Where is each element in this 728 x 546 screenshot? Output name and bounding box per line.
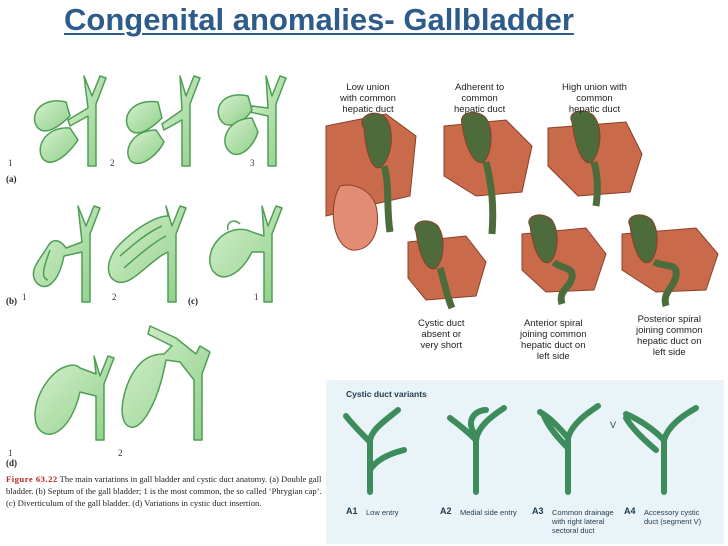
row-a-num-1: 1 xyxy=(8,158,13,168)
specimen-absent-cystic xyxy=(407,220,487,310)
row-d-num-1: 1 xyxy=(8,448,13,458)
row-c-num-1: 1 xyxy=(254,292,259,302)
variant-a1-code: A1 xyxy=(346,506,358,516)
illustration-figure: 1 2 3 (a) 1 2 1 (b) (c) 1 2 (d) xyxy=(0,56,324,468)
variant-a4-code: A4 xyxy=(624,506,636,516)
variant-a3-code: A3 xyxy=(532,506,544,516)
figure-caption: Figure 63.22 The main variations in gall… xyxy=(6,473,324,509)
cystic-duct-variants-panel: Cystic duct variants xyxy=(326,380,724,544)
cystic-variants-title: Cystic duct variants xyxy=(346,389,427,399)
part-d-label: (d) xyxy=(6,458,17,468)
variant-a2-diagram xyxy=(447,405,507,495)
part-a-label: (a) xyxy=(6,174,17,184)
row-a-num-3: 3 xyxy=(250,158,255,168)
specimen-anterior-spiral xyxy=(521,214,607,305)
specimen-high-union xyxy=(547,110,643,207)
row-d-num-2: 2 xyxy=(118,448,123,458)
cystic-insertion-2 xyxy=(121,325,211,441)
specimen-drawings xyxy=(325,110,719,310)
variant-a4-marker: V xyxy=(610,420,617,430)
figure-number: Figure 63.22 xyxy=(6,474,58,484)
specimen-adherent xyxy=(443,111,533,235)
cystic-insertion-1 xyxy=(34,355,115,441)
variant-a2-code: A2 xyxy=(440,506,452,516)
double-gb-2 xyxy=(125,75,201,167)
septum-gb-1 xyxy=(32,205,101,303)
row-a-num-2: 2 xyxy=(110,158,115,168)
slide-title: Congenital anomalies- Gallbladder xyxy=(64,2,574,37)
part-c-label: (c) xyxy=(188,296,198,306)
row-b-num-1: 1 xyxy=(22,292,27,302)
double-gb-3 xyxy=(217,75,287,167)
variant-a4-diagram xyxy=(623,405,699,495)
diverticulum-gb xyxy=(209,205,283,303)
caption-text: The main variations in gall bladder and … xyxy=(6,474,322,508)
variant-a2-desc: Medial side entry xyxy=(460,508,517,517)
cystic-variant-diagrams xyxy=(343,403,699,495)
variant-a1-desc: Low entry xyxy=(366,508,399,517)
septum-gb-2 xyxy=(107,205,187,303)
double-gb-1 xyxy=(33,75,107,167)
variant-a3-diagram xyxy=(537,403,601,495)
gallbladder-illustrations xyxy=(32,75,287,441)
variant-a1-diagram xyxy=(343,407,407,495)
row-b-num-2: 2 xyxy=(112,292,117,302)
part-b-label: (b) xyxy=(6,296,17,306)
specimen-posterior-spiral xyxy=(621,214,719,307)
specimen-low-union xyxy=(325,112,417,251)
